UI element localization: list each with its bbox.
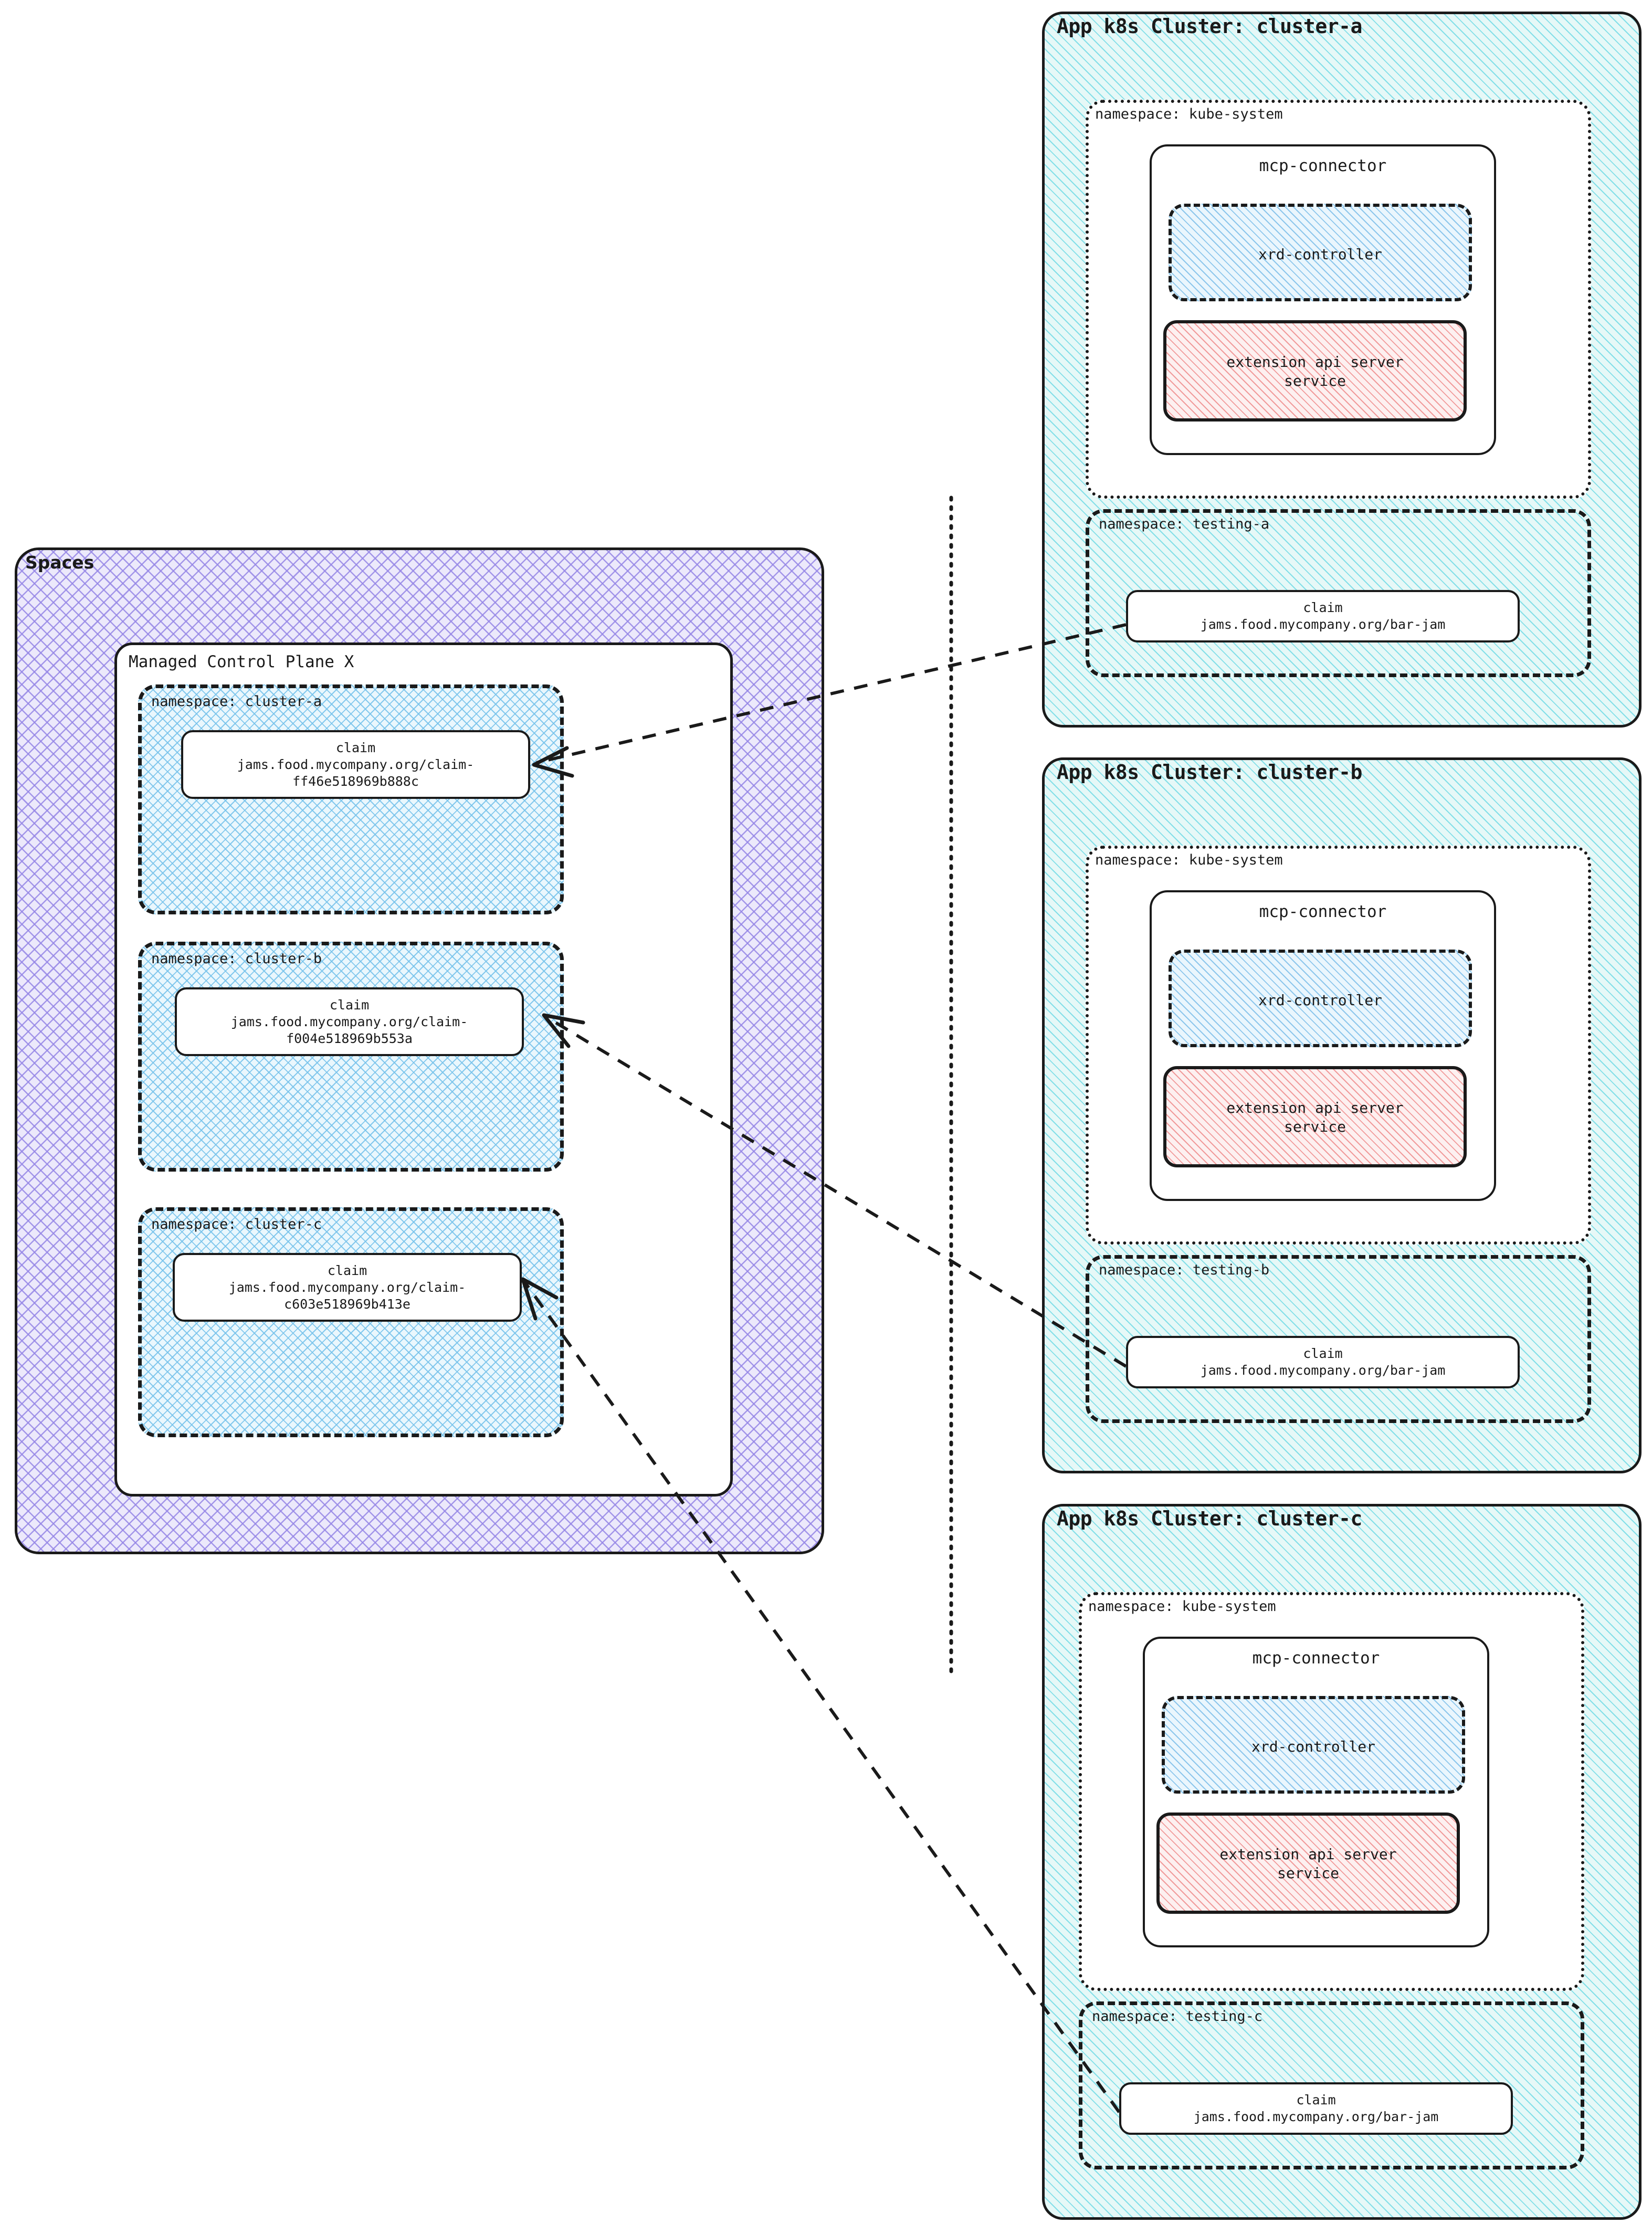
claim-testing-c[interactable]: claim jams.food.mycompany.org/bar-jam — [1119, 2082, 1513, 2135]
extension-api-server-b-label: extension api server service — [1226, 1099, 1404, 1136]
namespace-testing-a — [1086, 509, 1591, 677]
app-cluster-b-label: App k8s Cluster: cluster-b — [1057, 761, 1362, 784]
claim-kind: claim — [1296, 2092, 1336, 2107]
claim-ref: jams.food.mycompany.org/bar-jam — [1200, 617, 1446, 632]
namespace-testing-a-label: namespace: testing-a — [1099, 516, 1270, 532]
namespace-cluster-c — [138, 1207, 564, 1437]
extension-api-server-a — [1163, 320, 1467, 421]
mcp-connector-b-label: mcp-connector — [1259, 902, 1387, 921]
claim-testing-b[interactable]: claim jams.food.mycompany.org/bar-jam — [1126, 1336, 1520, 1388]
namespace-cluster-b — [138, 942, 564, 1172]
claim-cluster-c[interactable]: claim jams.food.mycompany.org/claim- c60… — [173, 1253, 522, 1322]
extension-api-server-c — [1156, 1813, 1460, 1914]
namespace-cluster-c-label: namespace: cluster-c — [151, 1216, 322, 1232]
claim-ref: jams.food.mycompany.org/bar-jam — [1200, 1363, 1446, 1378]
xrd-controller-c — [1162, 1696, 1465, 1794]
namespace-testing-c-label: namespace: testing-c — [1092, 2008, 1263, 2025]
claim-kind: claim — [329, 997, 370, 1013]
claim-ref: jams.food.mycompany.org/claim- ff46e5189… — [237, 756, 475, 789]
spaces-label: Spaces — [25, 552, 94, 573]
app-cluster-c-label: App k8s Cluster: cluster-c — [1057, 1507, 1362, 1530]
namespace-kube-system-b-label: namespace: kube-system — [1095, 852, 1283, 868]
namespace-testing-b-label: namespace: testing-b — [1099, 1262, 1270, 1278]
extension-api-server-a-label: extension api server service — [1226, 353, 1404, 390]
claim-ref: jams.food.mycompany.org/claim- c603e5189… — [228, 1279, 466, 1312]
namespace-cluster-a-label: namespace: cluster-a — [151, 693, 322, 710]
managed-control-plane-label: Managed Control Plane X — [129, 652, 354, 671]
xrd-controller-a-label: xrd-controller — [1258, 246, 1382, 263]
xrd-controller-b — [1169, 950, 1472, 1047]
claim-cluster-a[interactable]: claim jams.food.mycompany.org/claim- ff4… — [181, 730, 530, 799]
claim-cluster-b[interactable]: claim jams.food.mycompany.org/claim- f00… — [175, 987, 524, 1056]
claim-ref: jams.food.mycompany.org/claim- f004e5189… — [230, 1014, 468, 1046]
xrd-controller-b-label: xrd-controller — [1258, 992, 1382, 1009]
claim-ref: jams.food.mycompany.org/bar-jam — [1193, 2109, 1439, 2124]
xrd-controller-c-label: xrd-controller — [1251, 1738, 1375, 1755]
namespace-cluster-b-label: namespace: cluster-b — [151, 951, 322, 967]
app-cluster-a-label: App k8s Cluster: cluster-a — [1057, 15, 1362, 38]
extension-api-server-b — [1163, 1066, 1467, 1167]
mcp-connector-a-label: mcp-connector — [1259, 156, 1387, 175]
claim-kind: claim — [1303, 600, 1343, 615]
claim-kind: claim — [335, 740, 376, 755]
extension-api-server-c-label: extension api server service — [1219, 1846, 1397, 1882]
namespace-cluster-a — [138, 684, 564, 914]
claim-testing-a[interactable]: claim jams.food.mycompany.org/bar-jam — [1126, 590, 1520, 642]
claim-kind: claim — [327, 1262, 367, 1278]
namespace-kube-system-a-label: namespace: kube-system — [1095, 106, 1283, 122]
mcp-connector-c-label: mcp-connector — [1252, 1649, 1380, 1668]
xrd-controller-a — [1169, 204, 1472, 301]
namespace-kube-system-c-label: namespace: kube-system — [1088, 1598, 1276, 1615]
claim-kind: claim — [1303, 1346, 1343, 1361]
